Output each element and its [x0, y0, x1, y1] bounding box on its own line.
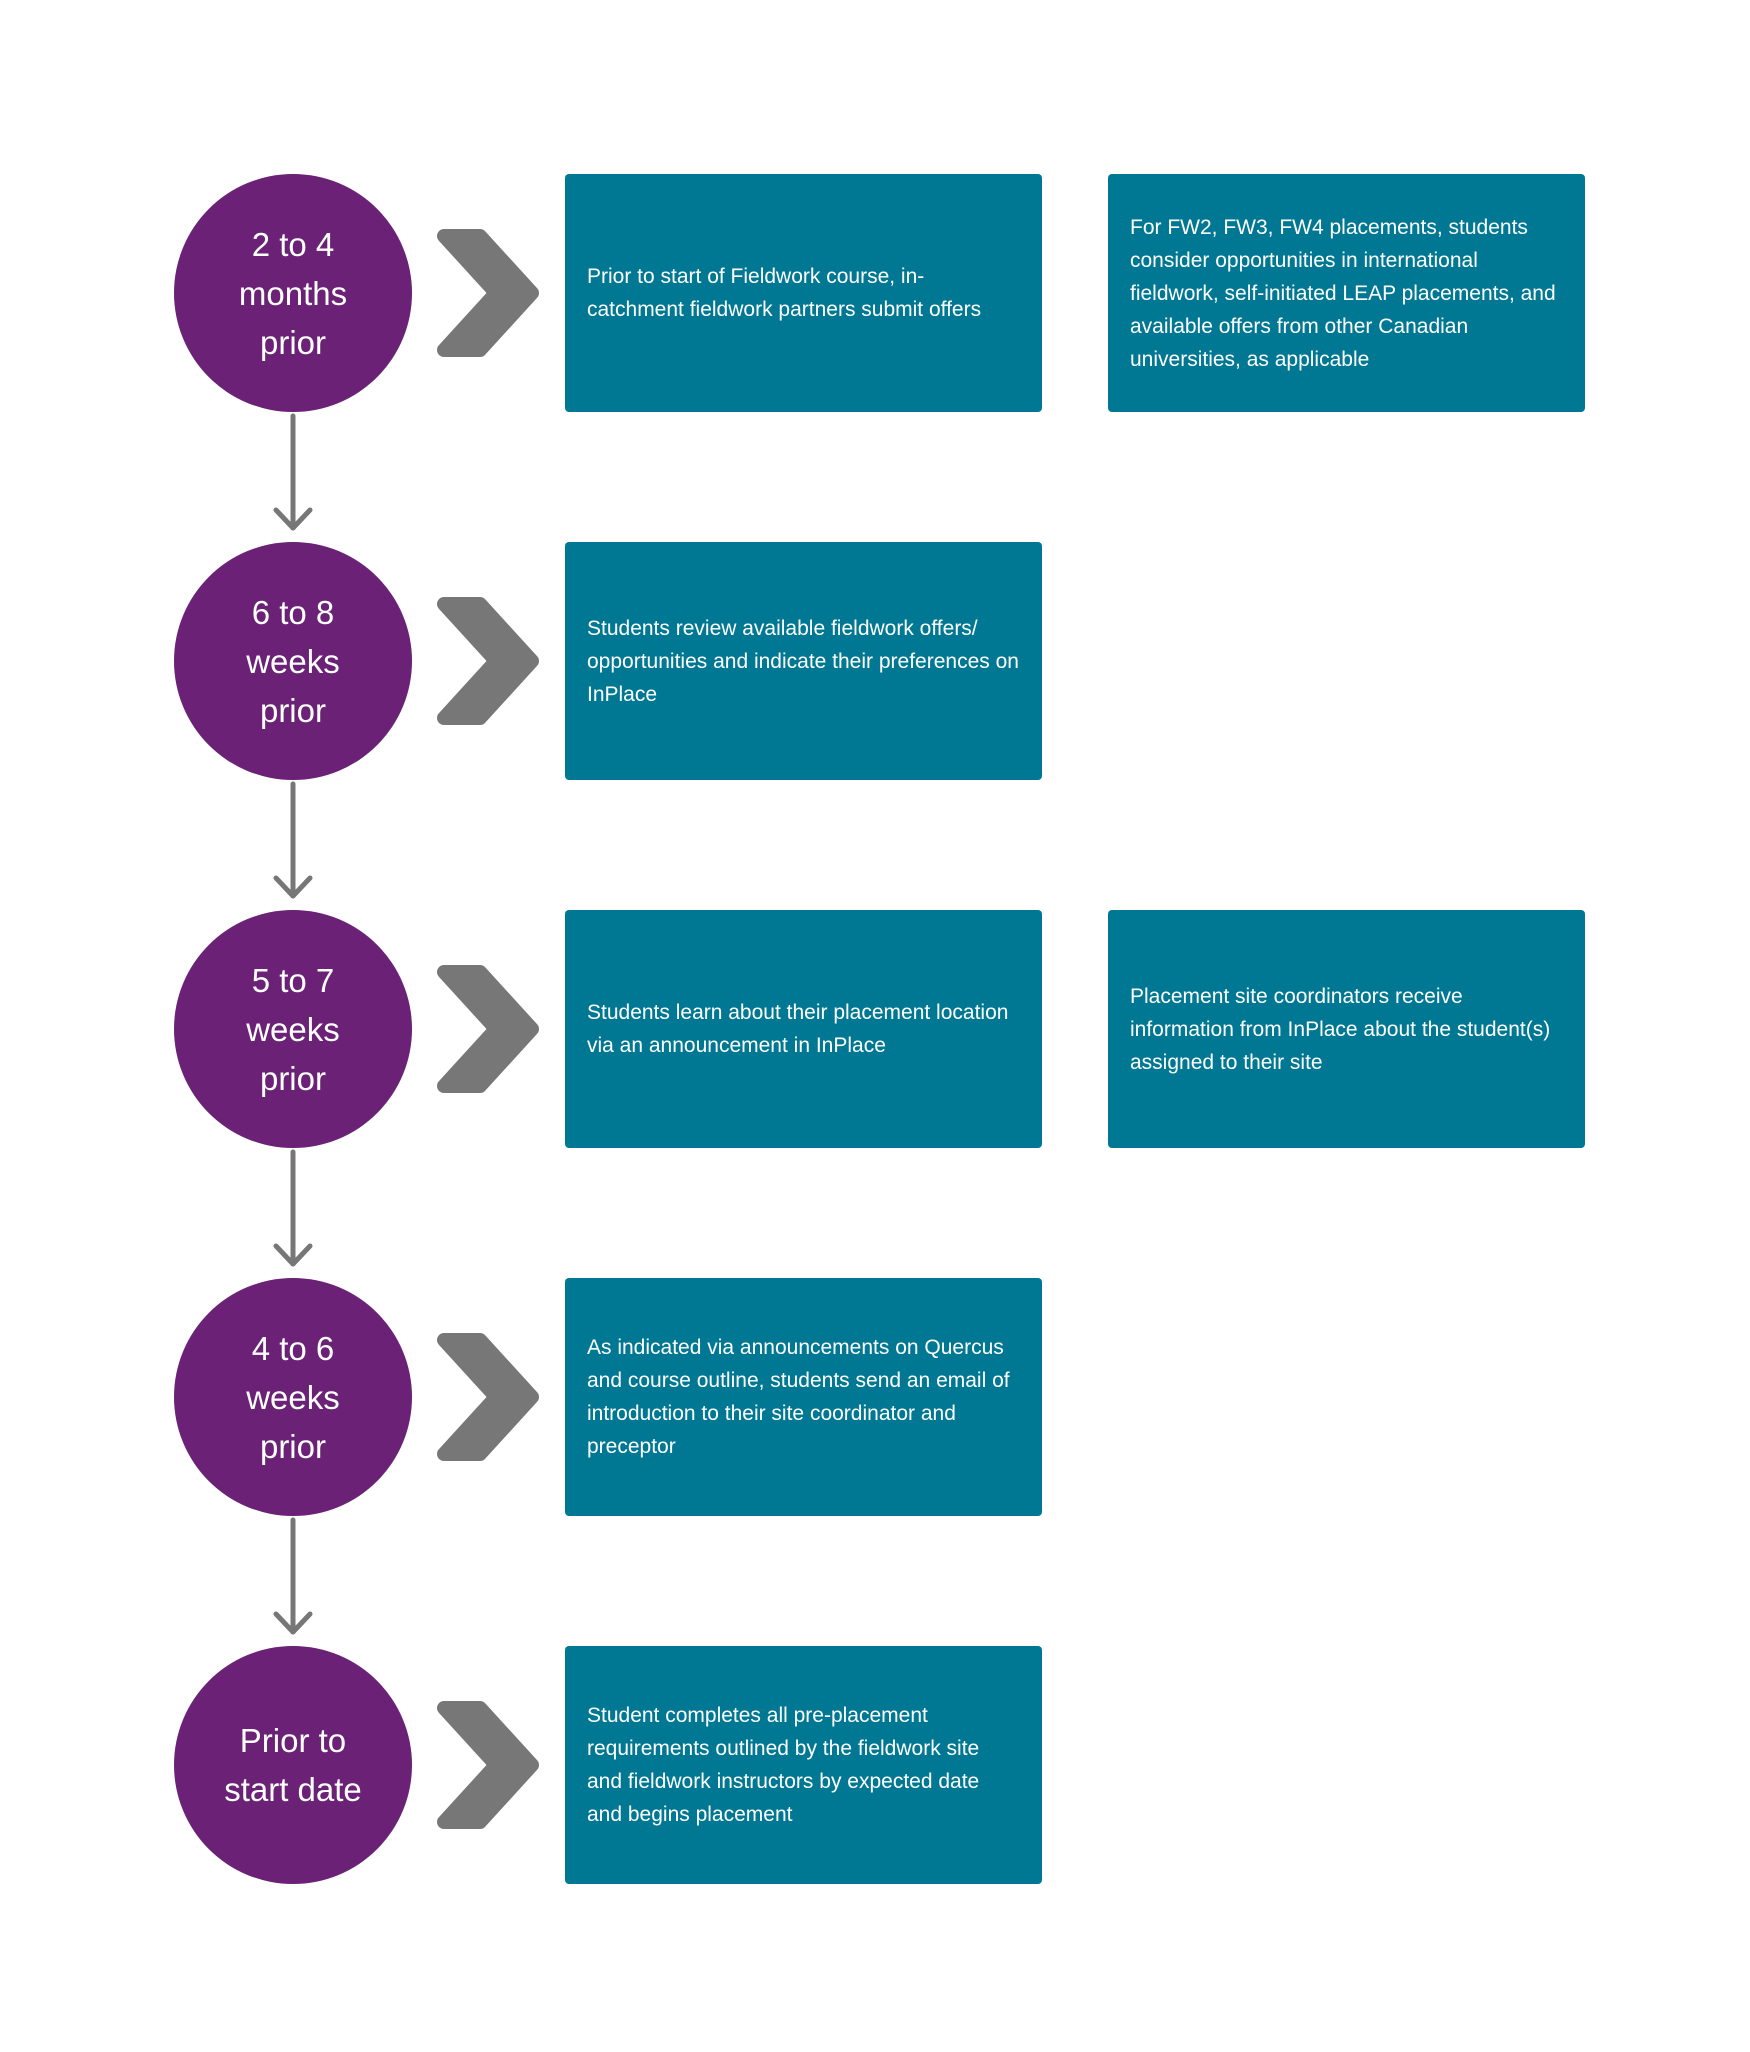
timing-circle-3: 5 to 7 weeks prior: [174, 910, 412, 1148]
step-1-primary-box: Prior to start of Fieldwork course, in-c…: [565, 174, 1042, 412]
step-1-secondary-box: For FW2, FW3, FW4 placements, students c…: [1108, 174, 1585, 412]
arrow-down-icon: [273, 781, 313, 899]
timeline-step-4: 4 to 6 weeks prior As indicated via anno…: [0, 1278, 1750, 1516]
timing-circle-4: 4 to 6 weeks prior: [174, 1278, 412, 1516]
timeline-step-1: 2 to 4 months prior Prior to start of Fi…: [0, 174, 1750, 412]
timing-label-2: 6 to 8 weeks prior: [246, 593, 340, 729]
step-2-primary-text: Students review available fieldwork offe…: [587, 616, 1019, 706]
step-3-primary-box: Students learn about their placement loc…: [565, 910, 1042, 1148]
chevron-right-icon: [437, 229, 539, 357]
step-1-primary-text: Prior to start of Fieldwork course, in-c…: [587, 265, 982, 321]
timeline-step-3: 5 to 7 weeks prior Students learn about …: [0, 910, 1750, 1148]
step-4-primary-box: As indicated via announcements on Quercu…: [565, 1278, 1042, 1516]
step-3-primary-text: Students learn about their placement loc…: [587, 1001, 1009, 1057]
step-5-primary-box: Student completes all pre-placement requ…: [565, 1646, 1042, 1884]
chevron-right-icon: [437, 597, 539, 725]
chevron-right-icon: [437, 1333, 539, 1461]
chevron-right-icon: [437, 1701, 539, 1829]
step-3-secondary-box: Placement site coordinators receive info…: [1108, 910, 1585, 1148]
arrow-down-icon: [273, 1149, 313, 1267]
timeline-step-2: 6 to 8 weeks prior Students review avail…: [0, 542, 1750, 780]
chevron-right-icon: [437, 965, 539, 1093]
timeline-step-5: Prior to start date Student completes al…: [0, 1646, 1750, 1884]
step-3-secondary-text: Placement site coordinators receive info…: [1130, 984, 1551, 1074]
timing-circle-1: 2 to 4 months prior: [174, 174, 412, 412]
timing-label-5: Prior to start date: [224, 1722, 362, 1808]
step-5-primary-text: Student completes all pre-placement requ…: [587, 1704, 980, 1826]
timing-label-3: 5 to 7 weeks prior: [246, 961, 340, 1097]
timing-label-1: 2 to 4 months prior: [238, 225, 348, 361]
step-2-primary-box: Students review available fieldwork offe…: [565, 542, 1042, 780]
arrow-down-icon: [273, 1517, 313, 1635]
step-1-secondary-text: For FW2, FW3, FW4 placements, students c…: [1130, 215, 1556, 371]
timing-circle-5: Prior to start date: [174, 1646, 412, 1884]
step-4-primary-text: As indicated via announcements on Quercu…: [587, 1336, 1010, 1458]
timing-circle-2: 6 to 8 weeks prior: [174, 542, 412, 780]
arrow-down-icon: [273, 413, 313, 531]
timing-label-4: 4 to 6 weeks prior: [246, 1329, 340, 1465]
